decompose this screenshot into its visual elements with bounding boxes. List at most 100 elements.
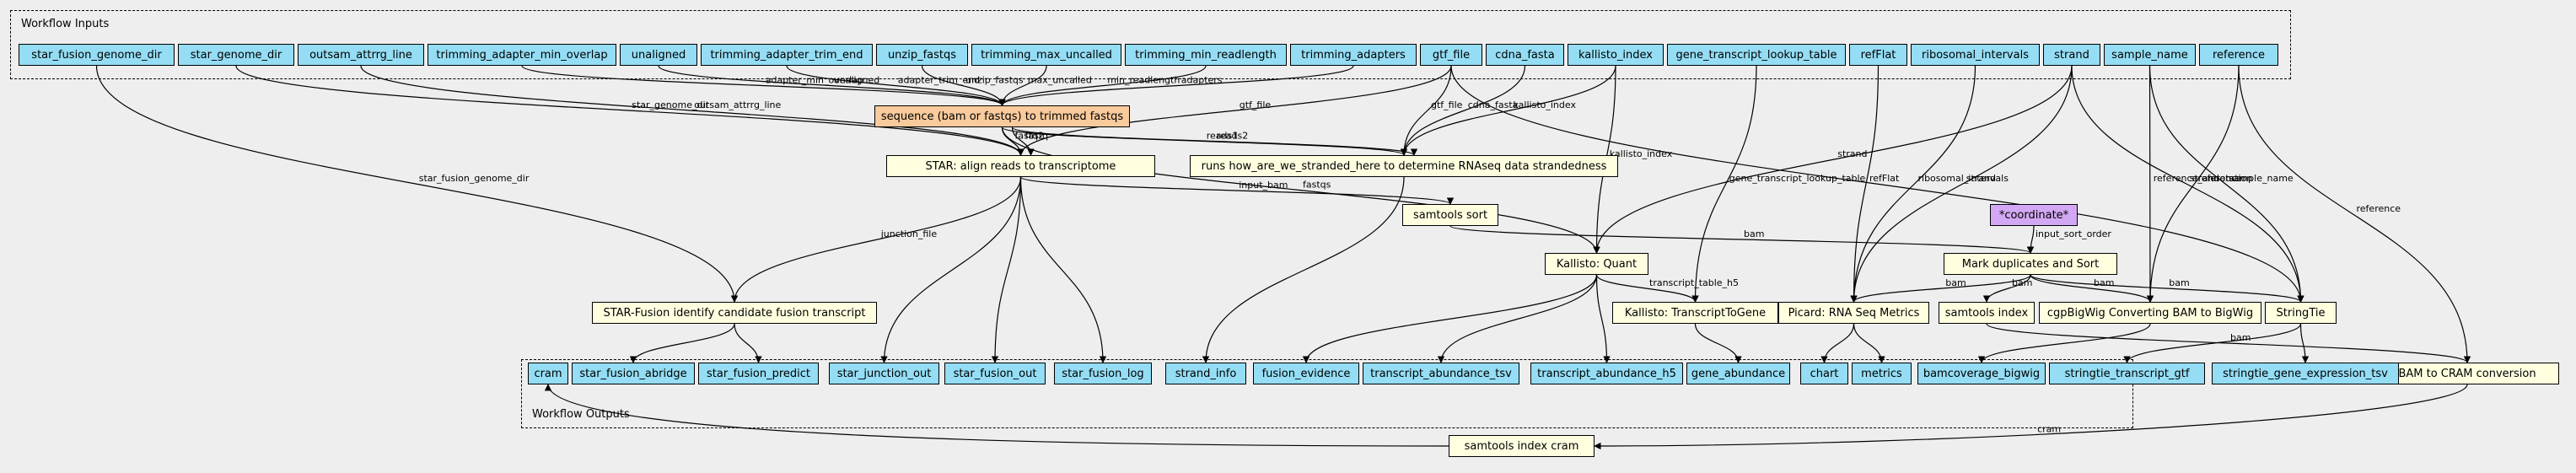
workflow-inputs-cluster: Workflow Inputs — [10, 10, 2291, 79]
output-node-transcript-abundance-h5[interactable]: transcript_abundance_h5 — [1530, 363, 1683, 384]
edge-label: star_fusion_genome_dir — [419, 173, 530, 184]
step-node-picard[interactable]: Picard: RNA Seq Metrics — [1778, 302, 1929, 324]
edge-label: bam — [1744, 228, 1764, 239]
input-node-sample-name[interactable]: sample_name — [2104, 44, 2196, 66]
input-node-trimming-max-uncalled[interactable]: trimming_max_uncalled — [971, 44, 1121, 66]
step-node-tx2gene[interactable]: Kallisto: TranscriptToGene — [1612, 302, 1778, 324]
edge-trim-to-kallisto-quant — [1001, 126, 1600, 254]
input-node-ribosomal-intervals[interactable]: ribosomal_intervals — [1911, 44, 2040, 66]
input-node-strand[interactable]: strand — [2043, 44, 2100, 66]
edge-label: bam — [1945, 277, 1966, 288]
output-node-gene-abundance[interactable]: gene_abundance — [1686, 363, 1790, 384]
output-node-chart[interactable]: chart — [1800, 363, 1848, 384]
input-node-trimming-min-readlength[interactable]: trimming_min_readlength — [1125, 44, 1287, 66]
edge-picard-to-chart — [1820, 323, 1855, 363]
output-node-cram[interactable]: cram — [528, 363, 568, 384]
edge-label: adapter_trim_end — [898, 75, 980, 86]
step-node-strandedness[interactable]: runs how_are_we_stranded_here to determi… — [1190, 155, 1618, 177]
input-node-trimming-adapters[interactable]: trimming_adapters — [1290, 44, 1417, 66]
edge-label: outsam_attrrg_line — [694, 99, 781, 110]
edge-trim-to-strandedness — [1011, 126, 1417, 156]
edge-ribosomal-intervals-to-picard — [1850, 65, 1976, 303]
input-node-star-fusion-genome-dir[interactable]: star_fusion_genome_dir — [19, 44, 175, 66]
input-node-star-genome-dir[interactable]: star_genome_dir — [178, 44, 294, 66]
edge-samtools-sort-to-mark-dup — [1449, 225, 2034, 254]
step-node-bam-to-cram[interactable]: BAM to CRAM conversion — [2375, 363, 2559, 384]
edge-star-fusion-to-star-fusion-abridge — [629, 323, 735, 363]
edge-label: kallisto_index — [1514, 99, 1577, 110]
workflow-inputs-label: Workflow Inputs — [21, 18, 110, 30]
output-node-transcript-abundance-tsv[interactable]: transcript_abundance_tsv — [1363, 363, 1519, 384]
edge-kallisto-quant-to-transcript-abundance-h5 — [1595, 274, 1611, 363]
step-node-coordinate[interactable]: *coordinate* — [1990, 204, 2078, 226]
edge-reference-to-bigwig — [2146, 65, 2240, 303]
output-node-strand-info[interactable]: strand_info — [1165, 363, 1246, 384]
edge-star-align-to-star-fusion-log — [1019, 176, 1107, 363]
edge-sample-name-to-stringtie — [2148, 65, 2304, 303]
edge-label: strand — [1837, 148, 1867, 159]
step-node-samtools-sort[interactable]: samtools sort — [1402, 204, 1498, 226]
output-node-bamcoverage-bigwig[interactable]: bamcoverage_bigwig — [1917, 363, 2046, 384]
input-node-trimming-adapter-trim-end[interactable]: trimming_adapter_trim_end — [701, 44, 873, 66]
edge-label: cram — [2037, 424, 2061, 435]
edge-label: fastqs — [1303, 180, 1331, 191]
edge-strandedness-to-strand-info — [1202, 176, 1405, 363]
edge-label: kallisto_index — [1610, 148, 1673, 159]
output-node-star-junction-out[interactable]: star_junction_out — [829, 363, 939, 384]
step-node-star-align[interactable]: STAR: align reads to transcriptome — [886, 155, 1155, 177]
edge-star-align-to-star-junction-out — [880, 176, 1022, 363]
edge-coordinate-to-mark-dup — [2026, 225, 2035, 254]
input-node-cdna-fasta[interactable]: cdna_fasta — [1486, 44, 1564, 66]
input-node-reference[interactable]: reference — [2199, 44, 2278, 66]
edge-label: min_readlength — [1107, 75, 1180, 86]
edge-trimming-adapters-to-trim — [998, 65, 1354, 106]
input-node-unzip-fastqs[interactable]: unzip_fastqs — [876, 44, 968, 66]
edge-samtools-index-to-bam-to-cram — [1986, 323, 2471, 363]
edge-mark-dup-to-stringtie — [2030, 274, 2304, 303]
edge-cdna-fasta-to-strandedness — [1400, 65, 1526, 156]
edge-index-cram-to-cram — [544, 384, 1449, 447]
edge-gtf-file-to-strandedness — [1400, 65, 1452, 156]
output-node-star-fusion-abridge[interactable]: star_fusion_abridge — [572, 363, 695, 384]
output-node-fusion-evidence[interactable]: fusion_evidence — [1253, 363, 1359, 384]
edge-label: transcript_table_h5 — [1649, 277, 1739, 288]
edge-picard-to-metrics — [1853, 323, 1885, 363]
output-node-star-fusion-out[interactable]: star_fusion_out — [944, 363, 1046, 384]
input-node-gene-transcript-lookup-table[interactable]: gene_transcript_lookup_table — [1667, 44, 1846, 66]
input-node-refFlat[interactable]: refFlat — [1849, 44, 1907, 66]
edge-trimming-adapter-min-overlap-to-trim — [521, 65, 1006, 106]
step-node-trim[interactable]: sequence (bam or fastqs) to trimmed fast… — [874, 105, 1130, 127]
edge-label: junction_file — [880, 228, 938, 239]
input-node-trimming-adapter-min-overlap[interactable]: trimming_adapter_min_overlap — [428, 44, 616, 66]
edge-unaligned-to-trim — [658, 65, 1006, 106]
step-node-kallisto-quant[interactable]: Kallisto: Quant — [1545, 253, 1648, 275]
edge-tx2gene-to-gene-abundance — [1694, 323, 1742, 363]
edge-kallisto-quant-to-tx2gene — [1595, 274, 1699, 303]
output-node-stringtie-transcript-gtf[interactable]: stringtie_transcript_gtf — [2049, 363, 2205, 384]
edge-stringtie-to-stringtie-transcript-gtf — [2123, 323, 2302, 363]
edge-label: reference — [2198, 173, 2243, 184]
output-node-metrics[interactable]: metrics — [1852, 363, 1912, 384]
edge-mark-dup-to-bigwig — [2030, 274, 2154, 303]
step-node-star-fusion[interactable]: STAR-Fusion identify candidate fusion tr… — [592, 302, 877, 324]
step-node-stringtie[interactable]: StringTie — [2265, 302, 2337, 324]
edge-label: bam — [2230, 332, 2251, 343]
edge-strand-to-picard — [1850, 65, 2073, 303]
step-node-index-cram[interactable]: samtools index cram — [1449, 435, 1595, 457]
step-node-samtools-index[interactable]: samtools index — [1939, 302, 2035, 324]
input-node-kallisto-index[interactable]: kallisto_index — [1568, 44, 1664, 66]
edge-mark-dup-to-samtools-index — [1982, 274, 2031, 303]
step-node-bigwig[interactable]: cgpBigWig Converting BAM to BigWig — [2039, 302, 2261, 324]
step-node-mark-dup[interactable]: Mark duplicates and Sort — [1944, 253, 2117, 275]
edge-outsam-attrrg-line-to-star-align — [360, 65, 1024, 156]
input-node-outsam-attrrg-line[interactable]: outsam_attrrg_line — [298, 44, 424, 66]
output-node-star-fusion-log[interactable]: star_fusion_log — [1054, 363, 1152, 384]
edge-label: ribosomal_intervals — [1918, 173, 2009, 184]
input-node-unaligned[interactable]: unaligned — [620, 44, 697, 66]
output-node-star-fusion-predict[interactable]: star_fusion_predict — [698, 363, 819, 384]
output-node-stringtie-gene-expression-tsv[interactable]: stringtie_gene_expression_tsv — [2212, 363, 2399, 384]
input-node-gtf-file[interactable]: gtf_file — [1420, 44, 1482, 66]
edge-reference-to-bam-to-cram — [2238, 65, 2471, 363]
edge-gtf-file-to-star-align — [1017, 65, 1452, 156]
